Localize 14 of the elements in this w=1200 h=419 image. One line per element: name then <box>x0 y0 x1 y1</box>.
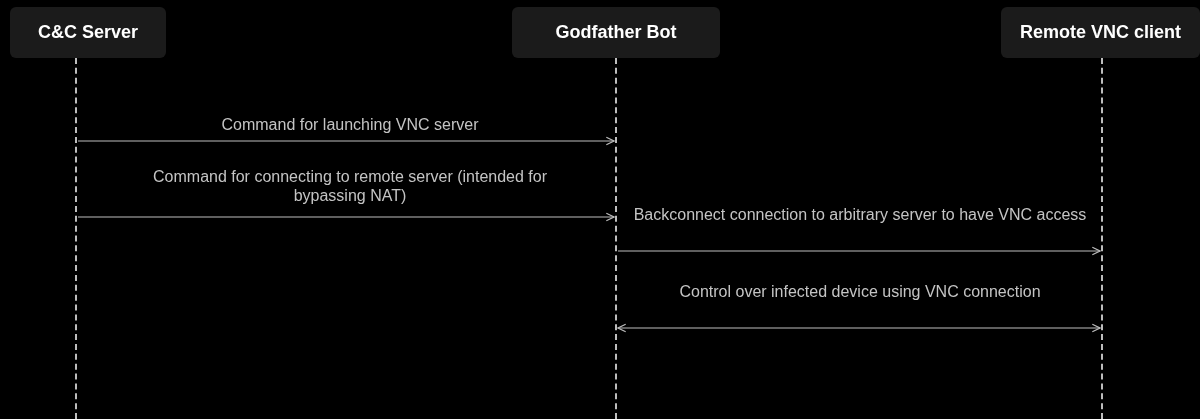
lifeline <box>75 58 77 419</box>
edge-label: Command for launching VNC server <box>220 115 480 134</box>
arrow <box>77 136 615 146</box>
edge-label: Backconnect connection to arbitrary server to have VNC access <box>632 205 1088 224</box>
arrow <box>77 212 615 222</box>
participant-box: Remote VNC client <box>1001 7 1200 58</box>
arrow <box>617 323 1101 333</box>
lifeline <box>1101 58 1103 419</box>
participant-box: Godfather Bot <box>512 7 720 58</box>
edge-label: Control over infected device using VNC connection <box>678 282 1042 301</box>
arrow <box>617 246 1101 256</box>
lifeline <box>615 58 617 419</box>
participant-box: C&C Server <box>10 7 166 58</box>
edge-label: Command for connecting to remote server (intended for bypassing NAT) <box>152 167 548 205</box>
